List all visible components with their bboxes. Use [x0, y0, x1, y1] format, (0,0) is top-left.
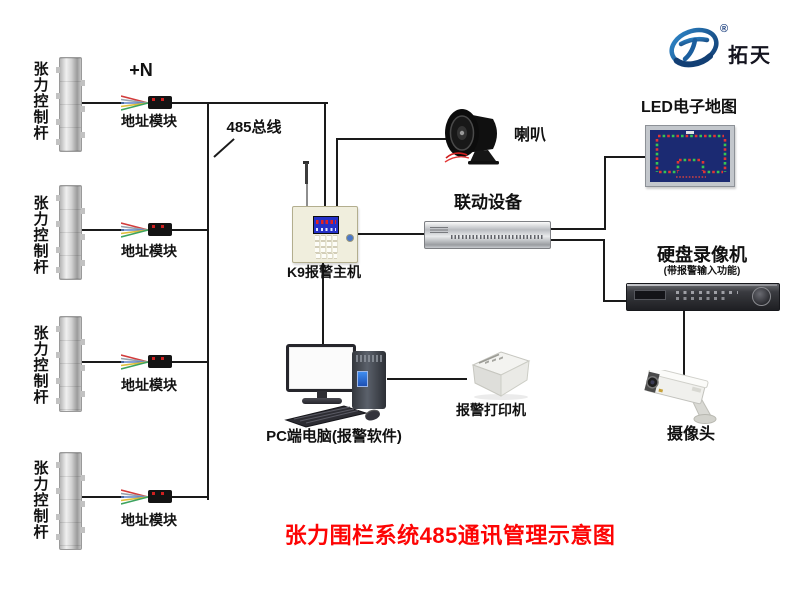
host-side-button-icon — [346, 234, 354, 242]
address-module-graphic — [121, 353, 173, 371]
dvr-top-edge — [627, 284, 777, 286]
alarm-printer-icon — [471, 351, 531, 400]
linkage-device-graphic — [424, 221, 551, 249]
address-module-graphic — [121, 221, 173, 239]
connector-line — [168, 102, 328, 104]
bus-label-pointer-line — [213, 138, 235, 158]
connector-line — [80, 229, 124, 231]
monitor-base-icon — [302, 398, 342, 404]
k9-host-label: K9报警主机 — [287, 264, 361, 280]
connector-line — [683, 308, 685, 381]
module-wires-icon — [121, 354, 149, 370]
linkage-device-label: 联动设备 — [454, 193, 522, 212]
connector-line — [168, 229, 209, 231]
tension-rod-graphic — [56, 57, 85, 152]
dvr-buttons-icon — [676, 291, 738, 294]
speaker-label: 喇叭 — [513, 127, 546, 144]
connector-line — [324, 102, 326, 208]
dvr-note: (带报警输入功能) — [663, 266, 741, 277]
connector-line — [80, 361, 124, 363]
address-module-label: 地址模块 — [121, 377, 177, 393]
antenna-icon — [305, 163, 308, 184]
connector-line — [387, 378, 467, 380]
connector-line — [168, 496, 209, 498]
brand-logo: ® 拓天 — [660, 18, 800, 74]
host-display-icon — [313, 216, 339, 234]
connector-line — [80, 496, 124, 498]
antenna-icon — [303, 161, 309, 164]
module-connector-icon — [148, 223, 172, 236]
address-module-label: 地址模块 — [121, 512, 177, 528]
address-module-graphic — [121, 488, 173, 506]
tension-rod-label: 张力控制杆 — [33, 195, 49, 276]
dvr-buttons-icon — [676, 297, 726, 300]
antenna-icon — [306, 184, 308, 207]
keyboard-icon — [284, 405, 368, 428]
connector-line — [548, 239, 605, 241]
address-module-label: 地址模块 — [121, 113, 177, 129]
pc-tower-icon — [352, 351, 386, 409]
connector-line — [603, 300, 629, 302]
led-map-board-icon — [650, 130, 730, 182]
connector-line — [548, 228, 606, 230]
cctv-camera-icon — [644, 370, 717, 424]
address-module-graphic — [121, 94, 173, 112]
connector-line — [336, 138, 338, 208]
connector-line — [80, 102, 124, 104]
printer-label: 报警打印机 — [456, 402, 526, 418]
bus-line-485 — [207, 102, 209, 500]
tension-rod-graphic — [56, 452, 85, 550]
speaker-horn-icon — [444, 109, 499, 165]
registered-mark: ® — [720, 23, 729, 35]
module-wires-icon — [121, 489, 149, 505]
dvr-jog-dial-icon — [752, 287, 771, 306]
bus-485-label: 485总线 — [226, 119, 282, 136]
tension-rod-graphic — [56, 185, 85, 280]
plus-n-annotation: +N — [129, 60, 153, 80]
pc-label: PC端电脑(报警软件) — [266, 428, 402, 445]
host-keypad-icon — [315, 235, 339, 259]
dvr-label: 硬盘录像机 — [657, 245, 747, 265]
camera-label: 摄像头 — [666, 426, 715, 443]
led-map-graphic — [645, 125, 735, 187]
module-connector-icon — [148, 490, 172, 503]
dvr-display-icon — [634, 290, 666, 300]
diagram-title: 张力围栏系统485通讯管理示意图 — [284, 523, 616, 548]
connector-line — [356, 233, 425, 235]
tension-rod-graphic — [56, 316, 85, 412]
monitor-stand-icon — [317, 391, 327, 399]
tuotian-logo-icon — [669, 27, 719, 68]
connector-line — [322, 260, 324, 345]
pc-monitor-icon — [286, 344, 356, 392]
led-map-label: LED电子地图 — [640, 99, 737, 116]
tension-rod-label: 张力控制杆 — [33, 325, 49, 406]
module-connector-icon — [148, 96, 172, 109]
module-connector-icon — [148, 355, 172, 368]
address-module-label: 地址模块 — [121, 243, 177, 259]
connector-line — [604, 156, 648, 158]
tension-rod-label: 张力控制杆 — [33, 61, 49, 142]
tension-rod-label: 张力控制杆 — [33, 460, 49, 541]
connector-line — [336, 138, 452, 140]
module-wires-icon — [121, 95, 149, 111]
brand-name: 拓天 — [728, 45, 772, 67]
connector-line — [603, 239, 605, 302]
module-wires-icon — [121, 222, 149, 238]
connector-line — [604, 156, 606, 230]
connector-line — [168, 361, 209, 363]
